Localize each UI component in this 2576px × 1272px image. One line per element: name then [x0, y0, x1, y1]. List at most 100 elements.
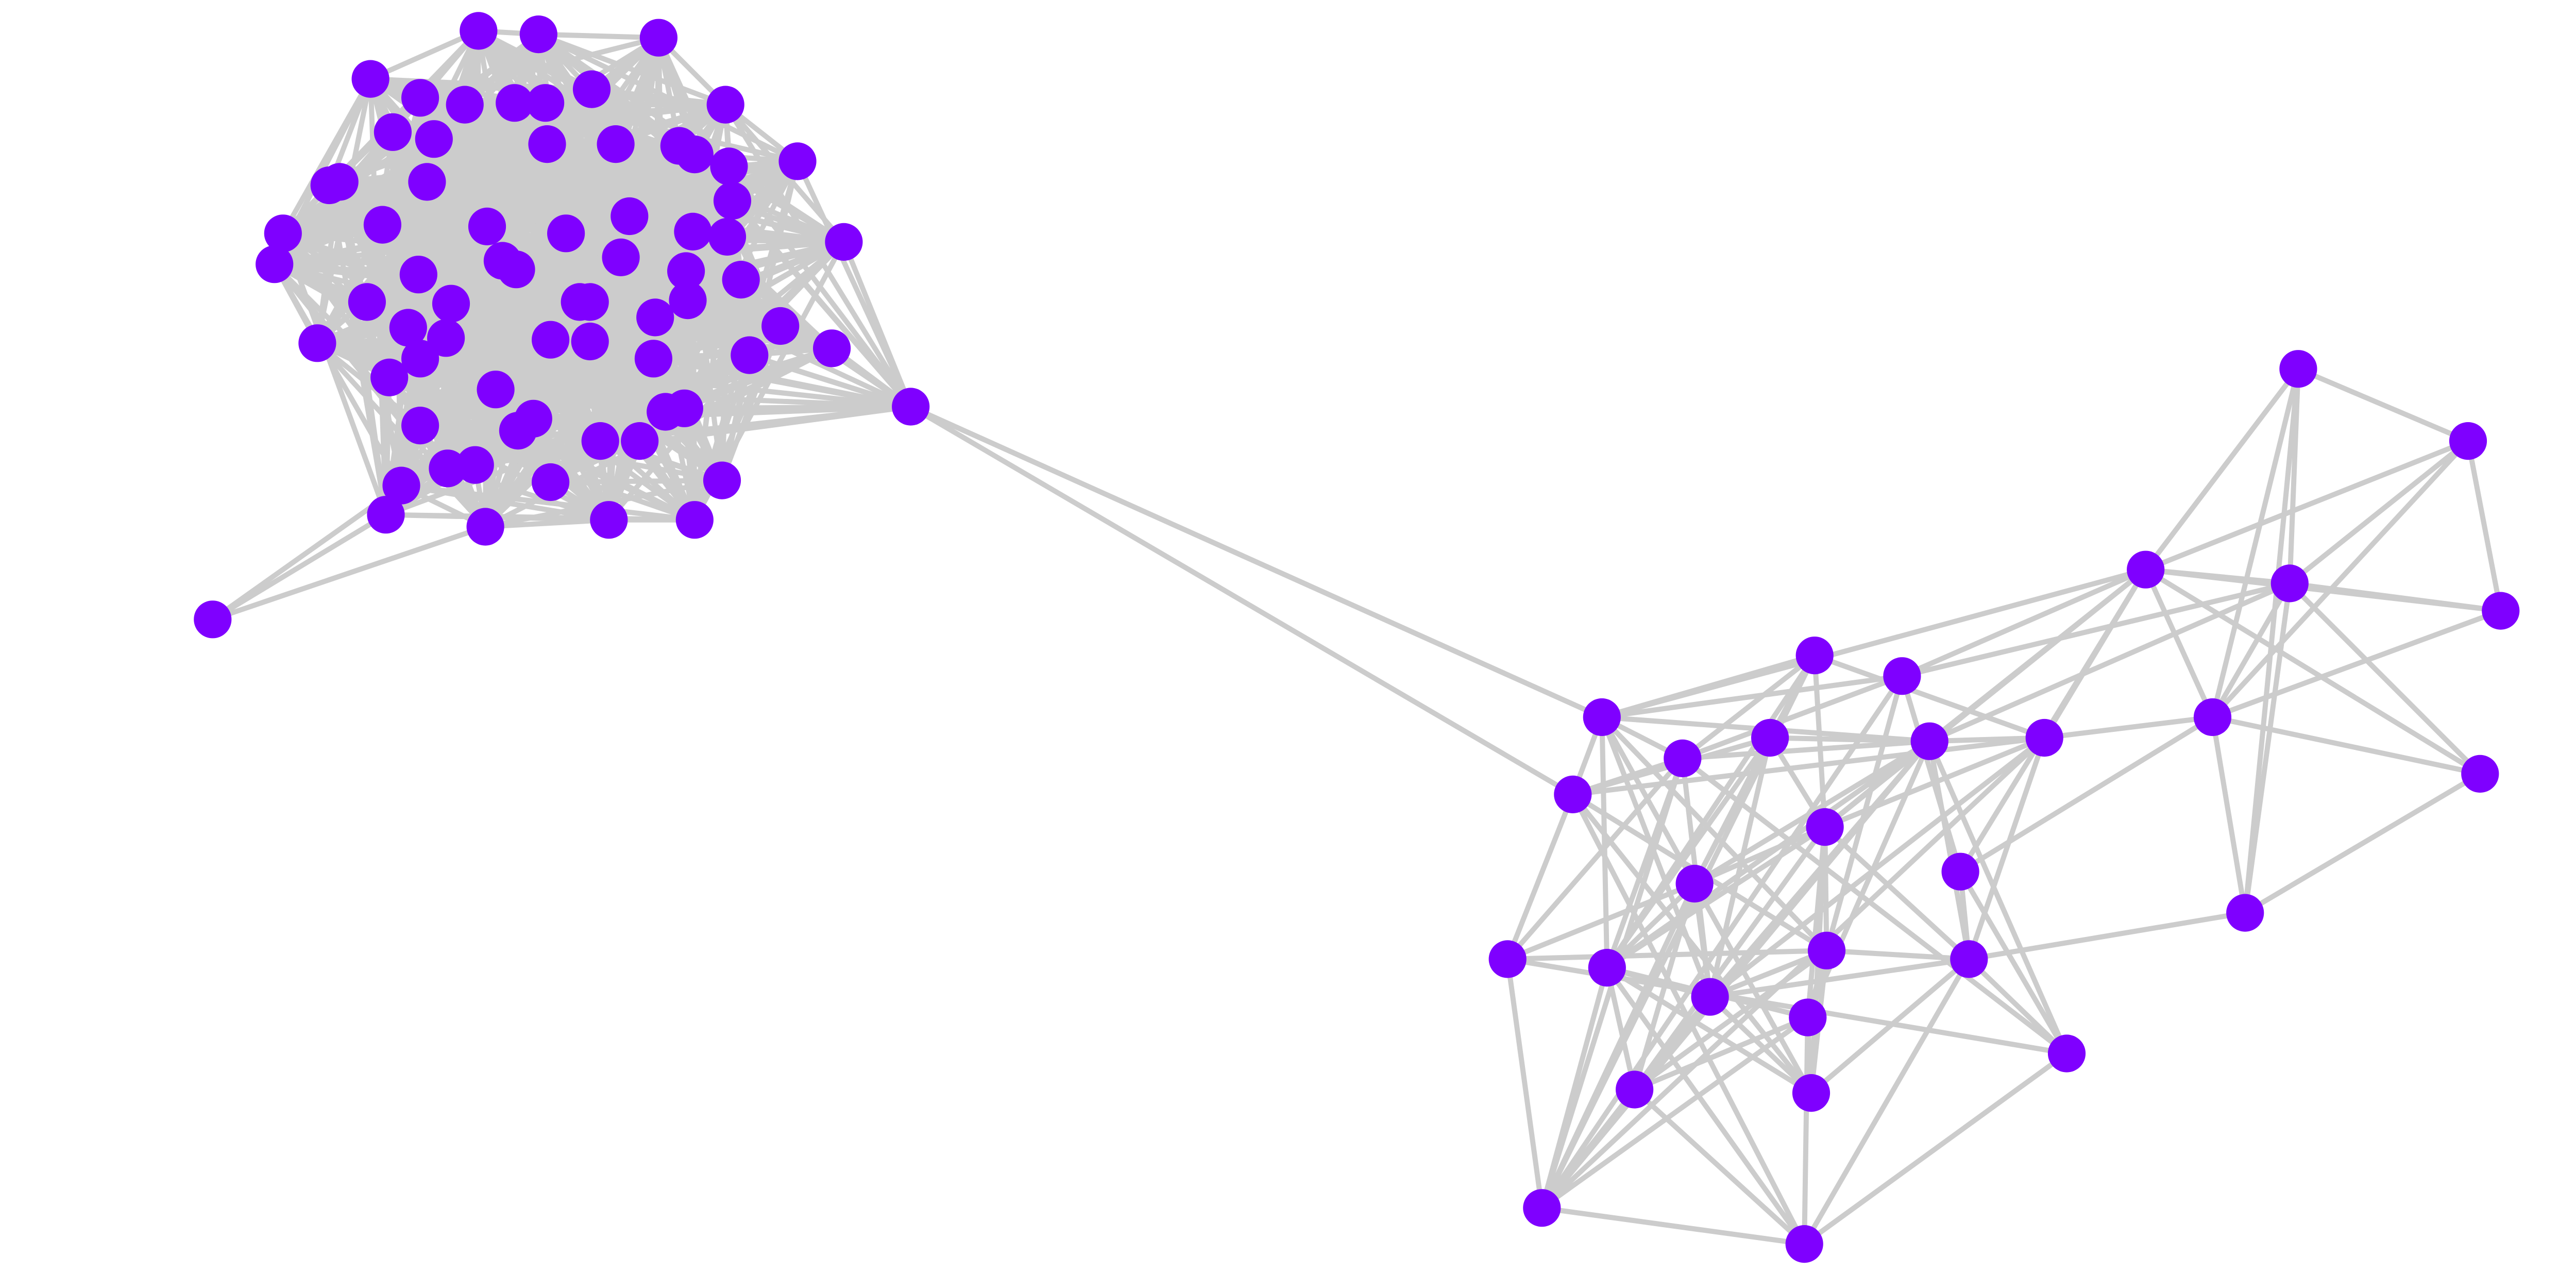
graph-edge [1599, 567, 2148, 720]
graph-edge [908, 404, 1605, 720]
graph-edge [1604, 965, 1637, 1092]
graph-edge [2295, 366, 2471, 444]
graph-node [1588, 949, 1626, 987]
graph-node [408, 163, 446, 201]
graph-edge [424, 163, 732, 185]
graph-node [1785, 1225, 1823, 1263]
graph-edge [536, 31, 662, 41]
graph-node [1910, 722, 1948, 760]
graph-node [514, 399, 552, 438]
graph-node [722, 260, 760, 299]
graph-node [1554, 775, 1592, 813]
graph-edge [2143, 567, 2215, 720]
graph-edge [368, 28, 481, 82]
graph-node [675, 136, 714, 174]
graph-edge [1822, 735, 2047, 830]
graph-edge [2210, 608, 2503, 720]
graph-node [669, 281, 707, 320]
graph-edge [386, 356, 656, 380]
graph-node [401, 340, 439, 378]
graph-edge [1632, 994, 1713, 1092]
graph-node [427, 319, 465, 357]
graph-edge [1632, 948, 1829, 1092]
graph-edge [2042, 714, 2215, 741]
graph-edge [1927, 739, 2070, 1056]
graph-node [2226, 894, 2264, 932]
graph-edge [1802, 1051, 2070, 1247]
graph-edge [2210, 714, 2248, 916]
graph-edge [1927, 580, 2293, 744]
graph-node [446, 86, 484, 124]
graph-node [547, 214, 585, 253]
graph-node [1675, 864, 1714, 903]
graph-edge [210, 524, 488, 622]
graph-node [571, 322, 609, 361]
graph-edge [280, 179, 430, 236]
graph-node [1751, 718, 1789, 757]
graph-node [621, 422, 659, 460]
graph-edge [1899, 673, 1963, 875]
graph-edge [1767, 735, 1933, 744]
graph-edge [272, 230, 569, 267]
graph-edge [1707, 994, 1814, 1096]
graph-edge [587, 339, 835, 351]
graph-node [590, 501, 628, 539]
graph-node [703, 461, 741, 499]
graph-node [674, 212, 712, 250]
graph-edge [2143, 366, 2301, 573]
graph-node [761, 307, 800, 345]
graph-edge [1692, 739, 1933, 886]
graph-node [813, 329, 851, 367]
graph-edge [2242, 771, 2483, 916]
graph-edge [1680, 673, 1905, 761]
graph-edge [2210, 580, 2293, 720]
graph-edge [364, 269, 689, 305]
graph-node [401, 79, 439, 117]
graph-node [532, 321, 570, 359]
graph-edge [1505, 756, 1685, 962]
graph-edge [1570, 735, 2047, 797]
graph-node [572, 70, 611, 108]
graph-node [713, 181, 752, 220]
graph-node [1789, 998, 1827, 1036]
graph-edge [483, 517, 612, 529]
graph-edge [1539, 1087, 1637, 1211]
graph-node [1488, 940, 1527, 978]
graph-edge [1680, 652, 1818, 761]
graph-edge [1805, 739, 1933, 1020]
graph-edge [1505, 956, 1545, 1211]
graph-node [367, 496, 405, 534]
graph-node [1806, 808, 1844, 846]
graph-edge [1927, 739, 1972, 962]
graph-edge [1539, 965, 1610, 1211]
graph-edge [2465, 438, 2503, 614]
graph-node [1523, 1189, 1561, 1227]
graph-edge [472, 404, 913, 468]
nodes-layer [194, 12, 2520, 1263]
graph-node [351, 60, 389, 98]
graph-edge [1604, 965, 1814, 1096]
graph-edge [1680, 756, 2070, 1056]
graph-edge [1539, 1015, 1810, 1211]
graph-edge [1599, 714, 1713, 1000]
graph-edge [1599, 714, 1610, 970]
edges-layer [210, 28, 2503, 1247]
graph-node [1941, 852, 1979, 891]
graph-edge [531, 356, 656, 422]
graph-edge [431, 102, 728, 142]
graph-edge [272, 261, 404, 489]
graph-node [415, 120, 453, 158]
graph-node [298, 324, 336, 362]
graph-node [597, 125, 635, 163]
graph-edge [1692, 881, 1713, 1000]
graph-edge [2242, 580, 2293, 916]
graph-edge [1966, 956, 2070, 1056]
graph-edge [726, 163, 846, 245]
graph-edge [2287, 580, 2483, 777]
graph-edge [2287, 580, 2503, 614]
graph-node [527, 84, 565, 122]
graph-edge [682, 404, 913, 411]
graph-node [1792, 1074, 1831, 1112]
graph-node [778, 142, 817, 180]
